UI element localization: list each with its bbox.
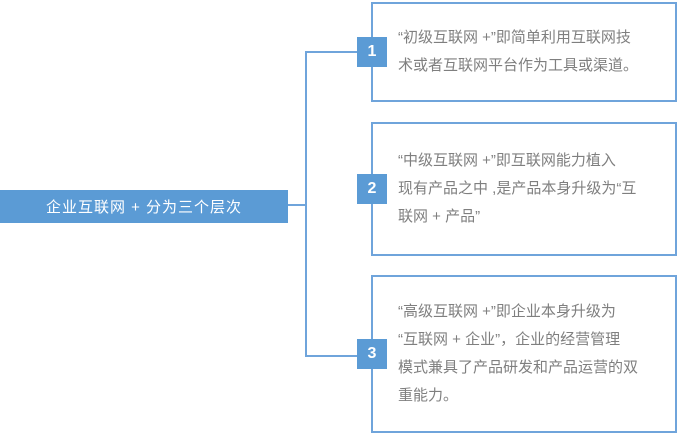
level-2-box: 2 “中级互联网 +”即互联网能力植入 现有产品之中 ,是产品本身升级为“互 联… (357, 122, 677, 256)
level-2-text-line: 现有产品之中 ,是产品本身升级为“互 (398, 180, 637, 197)
level-3-text-line: 重能力。 (398, 387, 459, 404)
level-1-text-line: 术或者互联网平台作为工具或渠道。 (398, 57, 639, 74)
connector-branch-1-line (305, 51, 358, 53)
level-1-text-line: “初级互联网 +”即简单利用互联网技 (398, 29, 631, 46)
connector-branch-3-line (305, 355, 358, 357)
level-3-text-line: “互联网 + 企业”，企业的经营管理 (398, 331, 621, 348)
connector-trunk-line (305, 51, 307, 357)
level-2-text-line: 联网 + 产品” (398, 208, 481, 225)
connector-root-line (288, 204, 307, 206)
main-topic-node: 企业互联网 + 分为三个层次 (0, 190, 288, 223)
level-1-number-badge: 1 (357, 37, 387, 67)
level-3-text-line: “高级互联网 +”即企业本身升级为 (398, 303, 616, 320)
level-3-box: 3 “高级互联网 +”即企业本身升级为 “互联网 + 企业”，企业的经营管理 模… (357, 275, 677, 433)
level-3-text-line: 模式兼具了产品研发和产品运营的双 (398, 359, 639, 376)
level-3-number-badge: 3 (357, 339, 387, 369)
level-2-text-line: “中级互联网 +”即互联网能力植入 (398, 152, 616, 169)
level-1-box: 1 “初级互联网 +”即简单利用互联网技 术或者互联网平台作为工具或渠道。 (357, 2, 677, 102)
level-2-number-badge: 2 (357, 174, 387, 204)
